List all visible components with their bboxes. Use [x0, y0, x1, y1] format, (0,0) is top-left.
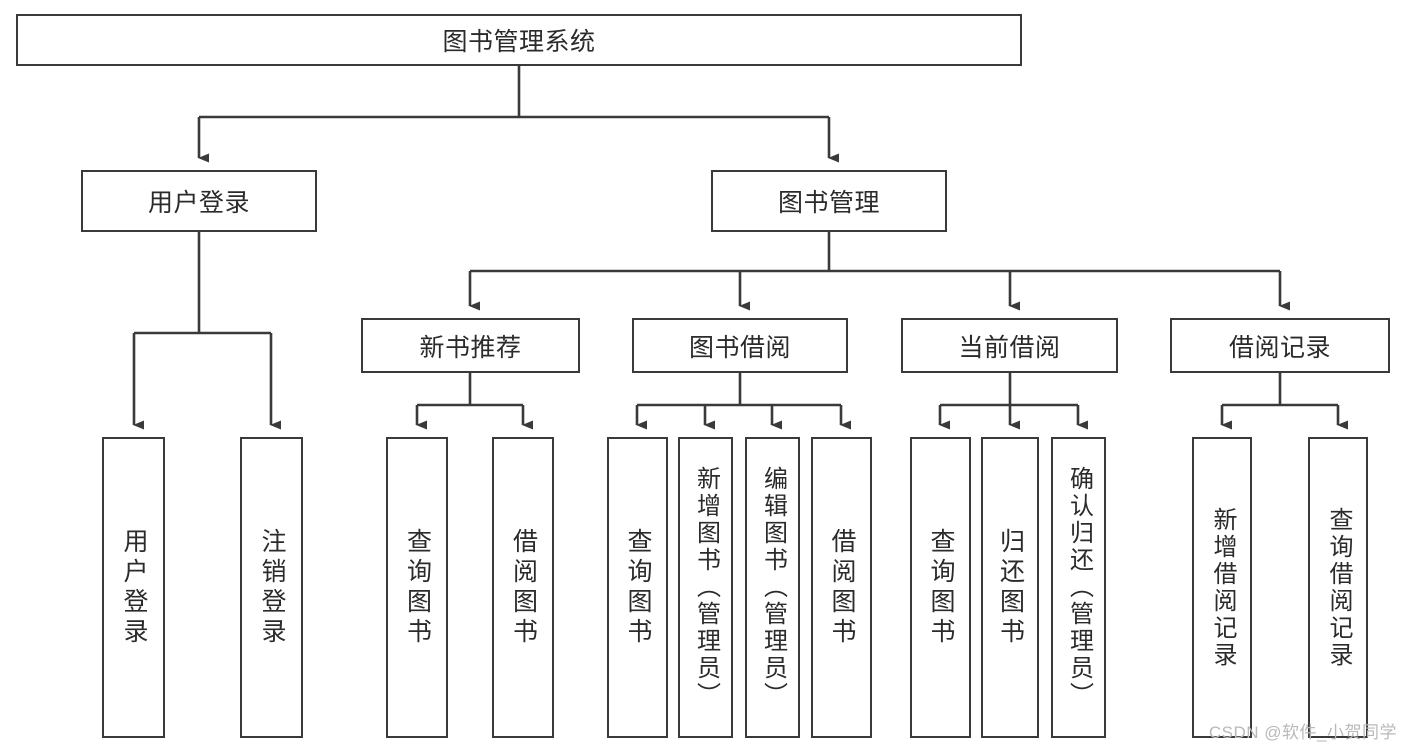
node-leaf-query-borrow-record[interactable]: 查询借阅记录	[1308, 437, 1368, 738]
node-new-book-recommend[interactable]: 新书推荐	[361, 318, 580, 373]
csdn-watermark: CSDN @软件_小贺同学	[1208, 723, 1397, 742]
node-label: 归还图书	[996, 527, 1025, 648]
node-leaf-edit-book-admin[interactable]: 编辑图书（管理员）	[745, 437, 800, 738]
node-book-manage[interactable]: 图书管理	[711, 170, 947, 232]
node-label: 查询借阅记录	[1325, 506, 1352, 669]
node-user-login[interactable]: 用户登录	[81, 170, 317, 232]
node-label: 新增借阅记录	[1209, 506, 1236, 669]
node-leaf-borrow-book-1[interactable]: 借阅图书	[492, 437, 554, 738]
node-label: 新书推荐	[419, 333, 522, 362]
node-borrow-record[interactable]: 借阅记录	[1170, 318, 1390, 373]
node-label: 用户登录	[147, 189, 250, 217]
node-label: 确认归还（管理员）	[1065, 466, 1093, 709]
node-leaf-add-borrow-record[interactable]: 新增借阅记录	[1192, 437, 1252, 738]
node-leaf-query-book-1[interactable]: 查询图书	[386, 437, 448, 738]
node-label: 注销登录	[258, 527, 286, 648]
node-label: 新增图书（管理员）	[692, 466, 720, 709]
node-leaf-confirm-return-admin[interactable]: 确认归还（管理员）	[1051, 437, 1106, 738]
node-label: 查询图书	[927, 527, 955, 648]
node-label: 查询图书	[403, 527, 432, 648]
node-leaf-return-book[interactable]: 归还图书	[981, 437, 1039, 738]
node-label: 借阅图书	[509, 527, 538, 648]
node-leaf-user-logout[interactable]: 注销登录	[240, 437, 303, 738]
node-leaf-add-book-admin[interactable]: 新增图书（管理员）	[678, 437, 733, 738]
node-label: 图书管理	[777, 189, 880, 217]
node-leaf-query-book-3[interactable]: 查询图书	[910, 437, 971, 738]
node-label: 图书借阅	[688, 333, 791, 362]
node-label: 用户登录	[120, 527, 148, 648]
node-label: 当前借阅	[958, 333, 1061, 362]
node-label: 查询图书	[624, 527, 652, 648]
node-leaf-query-book-2[interactable]: 查询图书	[607, 437, 668, 738]
node-label: 编辑图书（管理员）	[759, 466, 787, 709]
node-label: 图书管理系统	[442, 28, 596, 56]
node-label: 借阅图书	[828, 527, 856, 648]
node-current-borrow[interactable]: 当前借阅	[901, 318, 1118, 373]
node-label: 借阅记录	[1228, 333, 1331, 362]
node-root-book-management-system[interactable]: 图书管理系统	[16, 14, 1022, 66]
node-leaf-user-login[interactable]: 用户登录	[102, 437, 165, 738]
node-leaf-borrow-book-2[interactable]: 借阅图书	[811, 437, 872, 738]
node-book-borrow[interactable]: 图书借阅	[632, 318, 848, 373]
